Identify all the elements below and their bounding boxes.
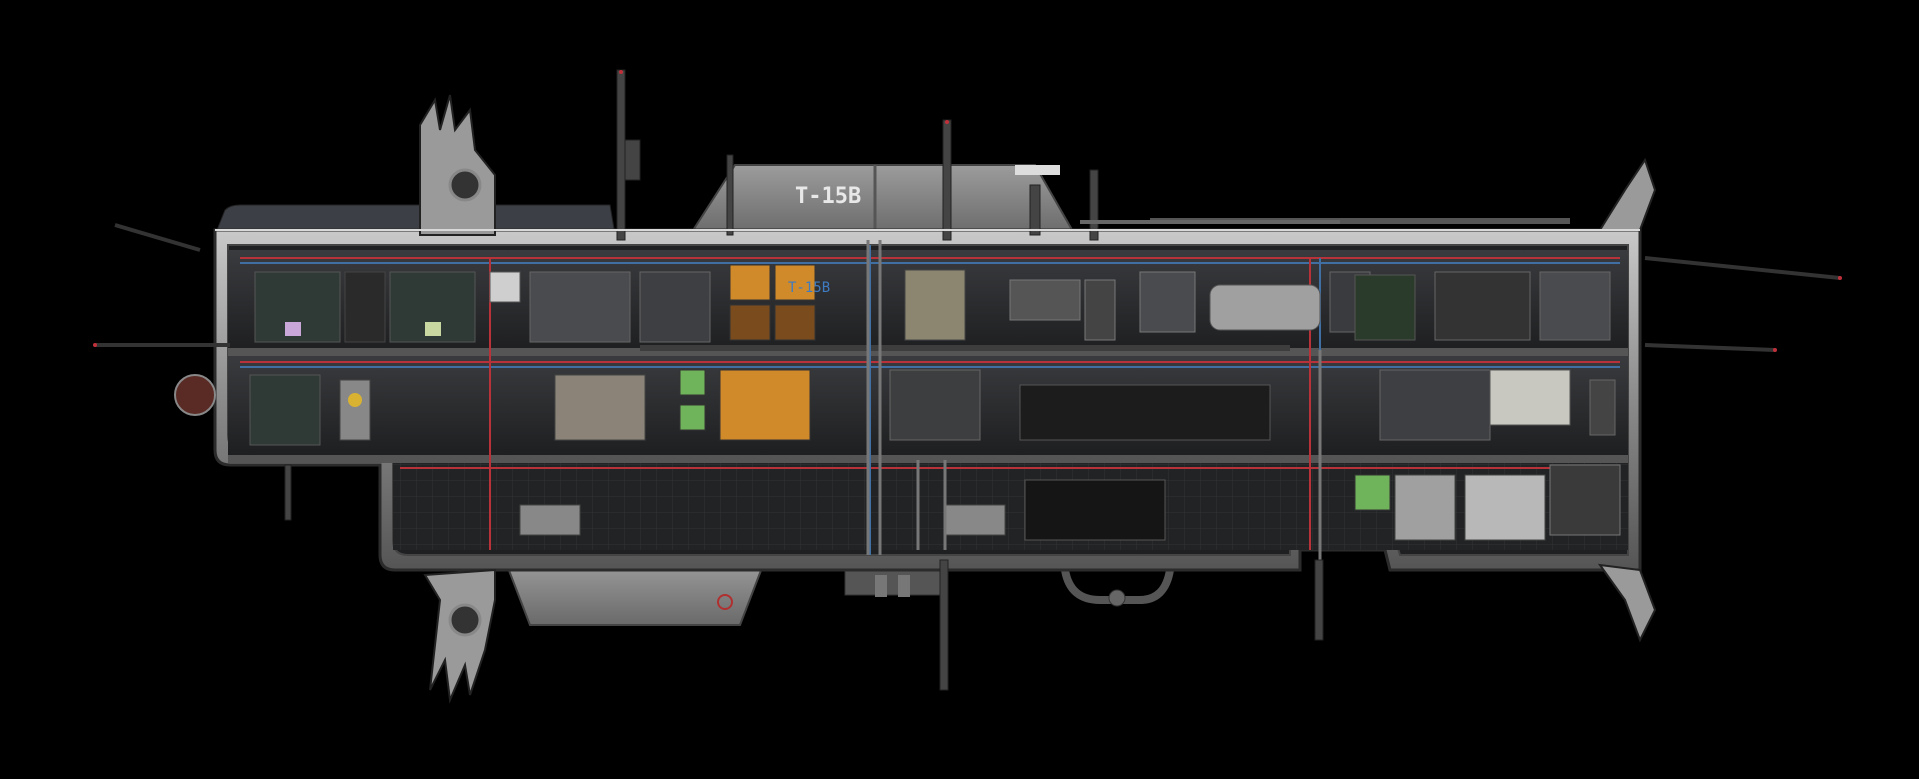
antenna-tips [93,70,1842,352]
antennae [95,223,1841,352]
front-thruster [419,94,496,704]
middle-deck-rooms [174,369,1616,446]
hull-designation-label: T-15B [795,184,861,209]
railings [1080,218,1570,224]
interior-sign-label: T-15B [788,280,830,296]
rear-thruster [1597,157,1657,643]
wiring [240,245,1620,555]
masts [284,69,1324,691]
top-sail: T-15B [688,164,1077,236]
lights-icon [1015,165,1060,175]
lower-deck-rooms [519,464,1621,541]
warning-marker-icon [717,594,733,610]
upper-deck-rooms: T-15B [254,264,1611,343]
